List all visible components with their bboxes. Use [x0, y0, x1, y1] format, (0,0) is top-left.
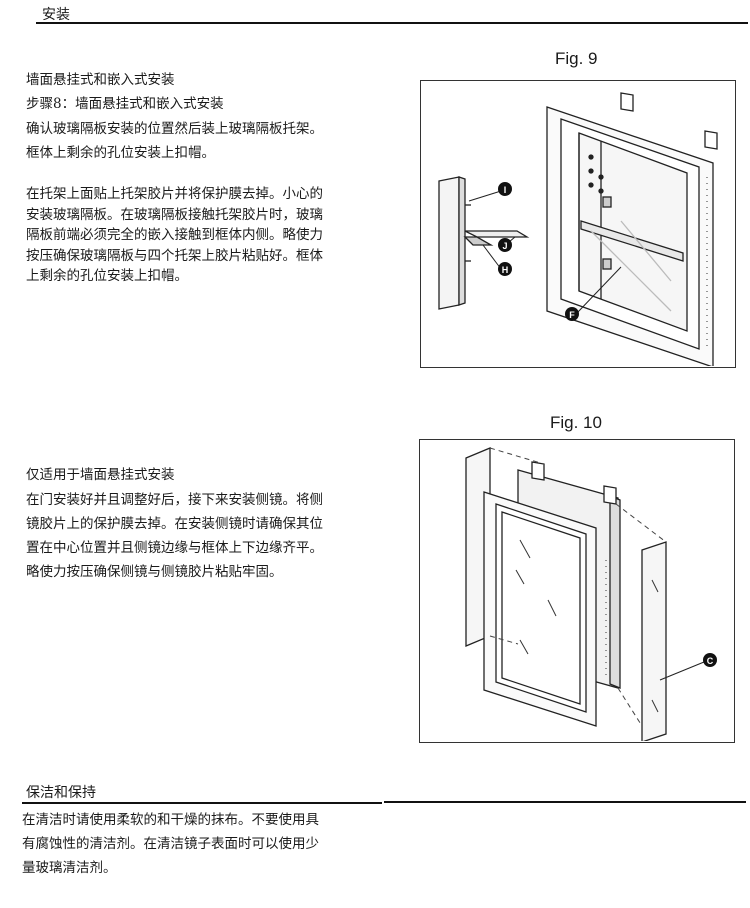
fig9-illustration: I J H F [438, 92, 718, 368]
fig10-frame: C [419, 439, 735, 743]
fig9-label: Fig. 9 [555, 49, 598, 68]
callout-C-label: C [707, 656, 714, 666]
section1-step: 步骤8：墙面悬挂式和嵌入式安装 [26, 96, 224, 112]
fig10-label: Fig. 10 [550, 413, 602, 432]
callout-H-icon: H [498, 262, 512, 276]
cabinet-drawing [546, 92, 718, 368]
callout-C-icon: C [703, 653, 717, 667]
bracket-detail [438, 176, 530, 310]
fig9-frame: I J H F [420, 80, 736, 368]
callout-J-icon: J [498, 238, 512, 252]
callout-I-icon: I [498, 182, 512, 196]
section3-rule-right [384, 801, 746, 803]
section3-rule-left [22, 802, 382, 804]
section2-paragraph: 在门安装好并且调整好后，接下来安装侧镜。将侧 镜胶片上的保护膜去掉。在安装侧镜时… [26, 492, 323, 580]
header-title: 安装 [42, 7, 70, 23]
section1-paragraph-1: 确认玻璃隔板安装的位置然后装上玻璃隔板托架。 框体上剩余的孔位安装上扣帽。 [26, 121, 323, 161]
callout-I-label: I [504, 185, 507, 195]
section3-paragraph: 在清洁时请使用柔软的和干燥的抹布。不要使用具 有腐蚀性的清洁剂。在清洁镜子表面时… [22, 812, 319, 876]
callout-H-label: H [502, 265, 509, 275]
fig10-illustration: C [465, 447, 717, 743]
section3-heading: 保洁和保持 [26, 785, 96, 801]
header-rule [36, 22, 748, 24]
section1-heading: 墙面悬挂式和嵌入式安装 [26, 72, 175, 88]
right-side-mirror [641, 541, 667, 743]
callout-F-icon: F [565, 307, 579, 321]
section2-heading: 仅适用于墙面悬挂式安装 [26, 467, 175, 483]
callout-F-label: F [569, 310, 575, 320]
section1-paragraph-2: 在托架上面贴上托架胶片并将保护膜去掉。小心的 安装玻璃隔板。在玻璃隔板接触托架胶… [26, 186, 323, 285]
callout-J-label: J [502, 241, 507, 251]
